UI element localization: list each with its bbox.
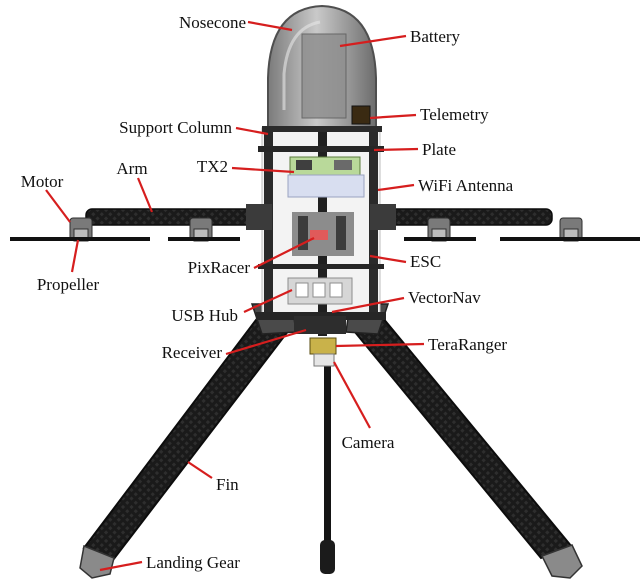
label-tx2: TX2 <box>197 157 228 176</box>
label-usb-hub: USB Hub <box>171 306 238 325</box>
camera-rod <box>320 360 335 574</box>
label-teraranger: TeraRanger <box>428 335 507 354</box>
leader-camera <box>333 361 371 429</box>
leader-vectornav <box>331 296 405 314</box>
label-arm: Arm <box>116 159 147 178</box>
tx2-carrier <box>287 174 365 198</box>
leader-landing-gear <box>99 560 143 572</box>
leader-usb-hub <box>243 289 293 313</box>
label-motor: Motor <box>21 172 64 191</box>
label-nosecone: Nosecone <box>179 13 246 32</box>
leader-arm <box>136 177 154 213</box>
landing-gear-right <box>540 544 583 579</box>
leader-battery <box>339 34 407 48</box>
leader-propeller <box>70 239 80 273</box>
propeller-inner-right <box>404 237 476 241</box>
label-camera: Camera <box>342 433 395 452</box>
label-fin: Fin <box>216 475 239 494</box>
label-plate: Plate <box>422 140 456 159</box>
arm-right <box>375 208 553 226</box>
label-support-column: Support Column <box>119 118 232 137</box>
arm-left <box>85 208 267 226</box>
label-landing-gear: Landing Gear <box>146 553 240 572</box>
propeller-outer-right <box>500 237 640 241</box>
usb-hub <box>287 277 353 305</box>
leader-receiver <box>225 328 307 356</box>
leader-telemetry <box>369 113 417 120</box>
leader-fin <box>187 461 213 479</box>
leader-teraranger <box>335 342 425 348</box>
leader-support-column <box>235 126 269 136</box>
label-pixracer: PixRacer <box>188 258 251 277</box>
lower-plate <box>258 264 384 269</box>
arm-clamp-left <box>246 204 272 230</box>
label-wifi-antenna: WiFi Antenna <box>418 176 514 195</box>
label-receiver: Receiver <box>162 343 223 362</box>
esc-cluster <box>292 212 354 256</box>
tx2-board <box>289 156 361 176</box>
leader-nosecone <box>247 20 293 32</box>
label-vectornav: VectorNav <box>408 288 481 307</box>
leader-wifi-antenna <box>377 183 415 192</box>
label-telemetry: Telemetry <box>420 105 489 124</box>
leader-tx2 <box>231 166 295 174</box>
plate <box>258 146 384 152</box>
label-esc: ESC <box>410 252 441 271</box>
telemetry-module <box>351 105 371 125</box>
nosecone-base <box>262 126 382 132</box>
leader-esc <box>369 254 407 264</box>
camera-body <box>313 353 335 367</box>
teraranger-sensor <box>309 337 337 355</box>
leader-plate <box>373 147 419 152</box>
label-battery: Battery <box>410 27 461 46</box>
arm-clamp-right <box>370 204 396 230</box>
receiver-block <box>294 316 346 334</box>
battery-pack <box>301 33 347 119</box>
propeller-outer-left <box>10 237 150 241</box>
leader-pixracer <box>253 237 315 269</box>
propeller-inner-left <box>168 237 240 241</box>
label-propeller: Propeller <box>37 275 100 294</box>
leader-motor <box>45 189 71 223</box>
